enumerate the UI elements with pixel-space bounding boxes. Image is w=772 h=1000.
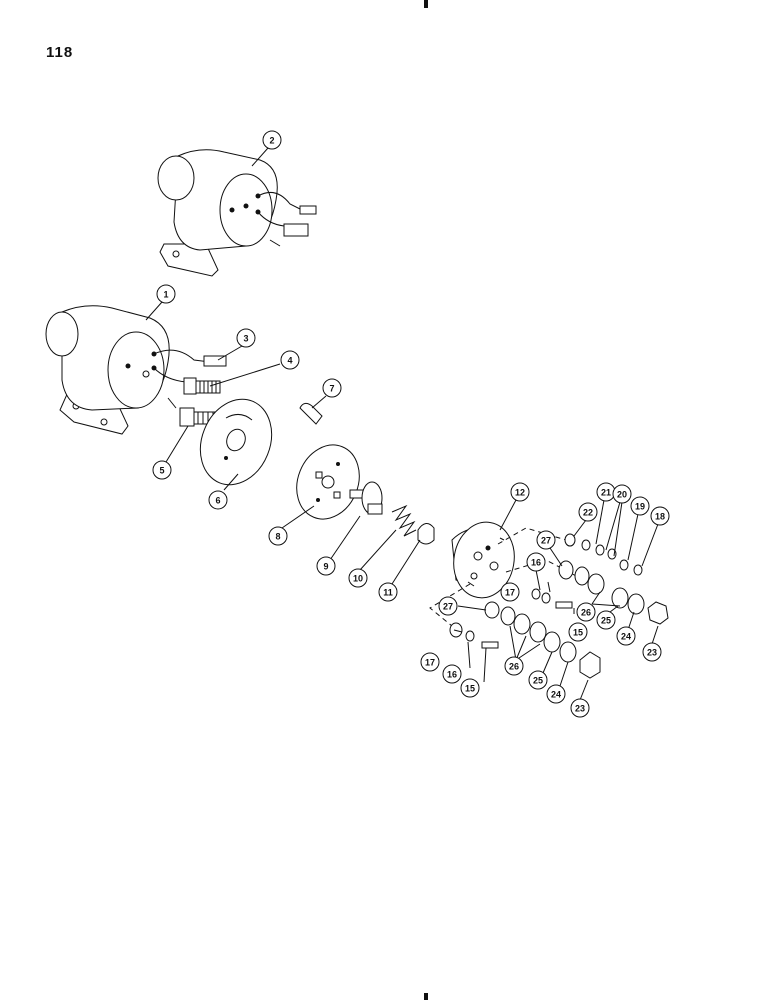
callout-label: 12 xyxy=(515,488,525,498)
callout-label: 27 xyxy=(541,536,551,546)
callout-15: 15 xyxy=(460,678,480,698)
callout-label: 17 xyxy=(425,658,435,668)
callout-12: 12 xyxy=(510,482,530,502)
callout-label: 1 xyxy=(163,290,168,300)
callout-label: 26 xyxy=(509,662,519,672)
callout-label: 24 xyxy=(621,632,631,642)
callout-25: 25 xyxy=(528,670,548,690)
callout-17: 17 xyxy=(420,652,440,672)
callout-8: 8 xyxy=(268,526,288,546)
callout-6: 6 xyxy=(208,490,228,510)
callout-label: 11 xyxy=(383,588,393,598)
callout-22: 22 xyxy=(578,502,598,522)
callout-27: 27 xyxy=(438,596,458,616)
callout-3: 3 xyxy=(236,328,256,348)
callout-11: 11 xyxy=(378,582,398,602)
callout-label: 20 xyxy=(617,490,627,500)
end-cap-12 xyxy=(451,521,515,599)
callout-16: 16 xyxy=(442,664,462,684)
callout-9: 9 xyxy=(316,556,336,576)
callout-label: 21 xyxy=(601,488,611,498)
clip-7 xyxy=(299,402,323,425)
stud-bolt-4 xyxy=(183,377,221,395)
callout-label: 25 xyxy=(533,676,543,686)
callout-label: 15 xyxy=(573,628,583,638)
callout-label: 3 xyxy=(243,334,248,344)
callout-label: 10 xyxy=(353,574,363,584)
callout-16: 16 xyxy=(526,552,546,572)
callout-26: 26 xyxy=(504,656,524,676)
page-number: 118 xyxy=(46,44,74,61)
callout-2: 2 xyxy=(262,130,282,150)
callout-label: 15 xyxy=(465,684,475,694)
callout-label: 4 xyxy=(287,356,292,366)
callout-15: 15 xyxy=(568,622,588,642)
callout-4: 4 xyxy=(280,350,300,370)
callout-label: 9 xyxy=(323,562,328,572)
callout-label: 7 xyxy=(329,384,334,394)
bottom-edge-mark xyxy=(424,993,428,1000)
contact-disc-8 xyxy=(296,444,360,520)
callout-7: 7 xyxy=(322,378,342,398)
callout-label: 24 xyxy=(551,690,561,700)
lower-hardware-row xyxy=(449,601,601,679)
terminal-screw-3 xyxy=(203,355,227,367)
callout-label: 16 xyxy=(447,670,457,680)
callout-5: 5 xyxy=(152,460,172,480)
cap-11 xyxy=(417,523,435,545)
callout-21: 21 xyxy=(596,482,616,502)
callout-27: 27 xyxy=(536,530,556,550)
callout-label: 17 xyxy=(505,588,515,598)
callout-label: 26 xyxy=(581,608,591,618)
callout-label: 6 xyxy=(215,496,220,506)
spring-10 xyxy=(391,504,417,537)
callout-1: 1 xyxy=(156,284,176,304)
callout-19: 19 xyxy=(630,496,650,516)
upper-hardware-row xyxy=(531,533,669,625)
plunger-9 xyxy=(349,481,383,515)
callout-24: 24 xyxy=(546,684,566,704)
callout-23: 23 xyxy=(642,642,662,662)
solenoid-assembly-2 xyxy=(157,149,317,277)
callout-17: 17 xyxy=(500,582,520,602)
callout-24: 24 xyxy=(616,626,636,646)
insulator-disc-6 xyxy=(199,398,273,486)
callout-label: 27 xyxy=(443,602,453,612)
top-edge-mark xyxy=(424,0,428,8)
callout-10: 10 xyxy=(348,568,368,588)
callout-26: 26 xyxy=(576,602,596,622)
callout-label: 19 xyxy=(635,502,645,512)
callout-25: 25 xyxy=(596,610,616,630)
callout-label: 25 xyxy=(601,616,611,626)
callout-label: 18 xyxy=(655,512,665,522)
callout-label: 8 xyxy=(275,532,280,542)
callout-label: 23 xyxy=(575,704,585,714)
solenoid-assembly-1 xyxy=(45,305,211,435)
callout-label: 2 xyxy=(269,136,274,146)
callout-label: 16 xyxy=(531,558,541,568)
callout-20: 20 xyxy=(612,484,632,504)
callout-18: 18 xyxy=(650,506,670,526)
callout-23: 23 xyxy=(570,698,590,718)
callout-label: 22 xyxy=(583,508,593,518)
callout-label: 5 xyxy=(159,466,164,476)
callout-label: 23 xyxy=(647,648,657,658)
